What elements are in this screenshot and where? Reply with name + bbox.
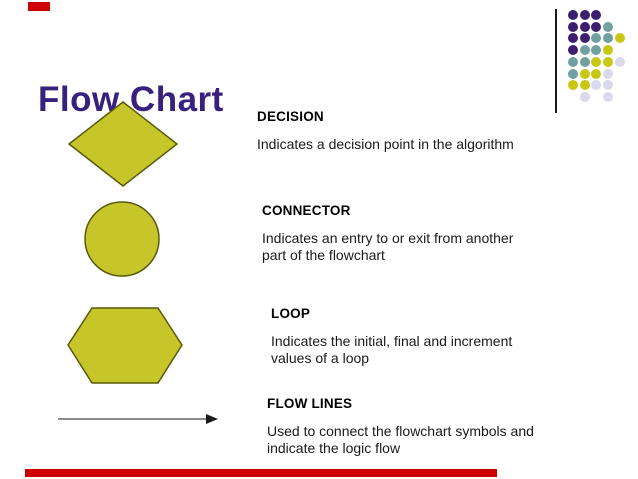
symbol-block-loop: LOOP Indicates the initial, final and in… [271, 306, 601, 367]
symbol-name: FLOW LINES [267, 396, 353, 411]
deco-dot [603, 80, 614, 91]
symbol-block-decision: DECISION Indicates a decision point in t… [257, 109, 587, 153]
diamond-icon [67, 101, 179, 187]
deco-dot [603, 91, 614, 102]
deco-dot [579, 45, 590, 56]
deco-dot [568, 33, 578, 44]
deco-dot [591, 80, 602, 91]
deco-dot [603, 33, 614, 44]
deco-dot [614, 56, 625, 67]
symbol-block-connector: CONNECTOR Indicates an entry to or exit … [262, 203, 592, 264]
deco-dot [591, 68, 602, 79]
arrow-icon [58, 414, 218, 424]
symbol-description: Indicates the initial, final and increme… [271, 333, 513, 366]
symbol-description: Used to connect the flowchart symbols an… [267, 423, 534, 456]
deco-dot [579, 68, 590, 79]
deco-dot [568, 80, 578, 91]
symbol-description: Indicates an entry to or exit from anoth… [262, 230, 514, 263]
deco-dot [591, 21, 602, 32]
deco-dot [579, 21, 590, 32]
deco-dot [579, 33, 590, 44]
bottom-accent-bar [25, 469, 497, 477]
deco-dot [591, 10, 602, 20]
deco-dot [568, 56, 578, 67]
deco-dot [568, 21, 578, 32]
deco-dot [591, 45, 602, 56]
deco-dot [568, 68, 578, 79]
deco-dot [603, 56, 614, 67]
deco-dot [591, 33, 602, 44]
circle-icon [84, 201, 160, 277]
deco-dot [591, 56, 602, 67]
hexagon-icon [67, 307, 183, 384]
symbol-name: CONNECTOR [262, 203, 351, 218]
dot-grid [568, 10, 634, 115]
deco-dot [614, 33, 625, 44]
symbol-description: Indicates a decision point in the algori… [257, 136, 514, 152]
vertical-rule [555, 9, 557, 113]
deco-dot [579, 56, 590, 67]
deco-dot [579, 91, 590, 102]
symbol-block-flow-lines: FLOW LINES Used to connect the flowchart… [267, 396, 597, 457]
deco-dot [568, 10, 578, 20]
deco-dot [603, 45, 614, 56]
symbol-name: DECISION [257, 109, 324, 124]
deco-dot [603, 68, 614, 79]
symbol-name: LOOP [271, 306, 311, 321]
top-accent-bar [28, 2, 50, 11]
deco-dot [579, 80, 590, 91]
deco-dot [603, 21, 614, 32]
deco-dot [579, 10, 590, 20]
deco-dot [568, 45, 578, 56]
